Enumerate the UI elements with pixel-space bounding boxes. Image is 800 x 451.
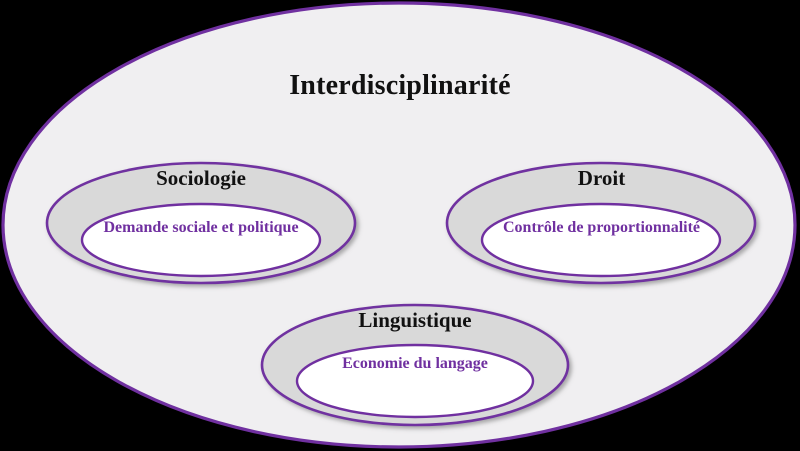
group-droit[interactable] (445, 161, 757, 285)
group-linguistique[interactable] (260, 303, 570, 427)
sociologie-inner-ellipse[interactable] (80, 202, 322, 278)
linguistique-inner-ellipse[interactable] (295, 343, 535, 419)
droit-inner-ellipse[interactable] (480, 202, 722, 278)
group-sociologie[interactable] (45, 161, 357, 285)
